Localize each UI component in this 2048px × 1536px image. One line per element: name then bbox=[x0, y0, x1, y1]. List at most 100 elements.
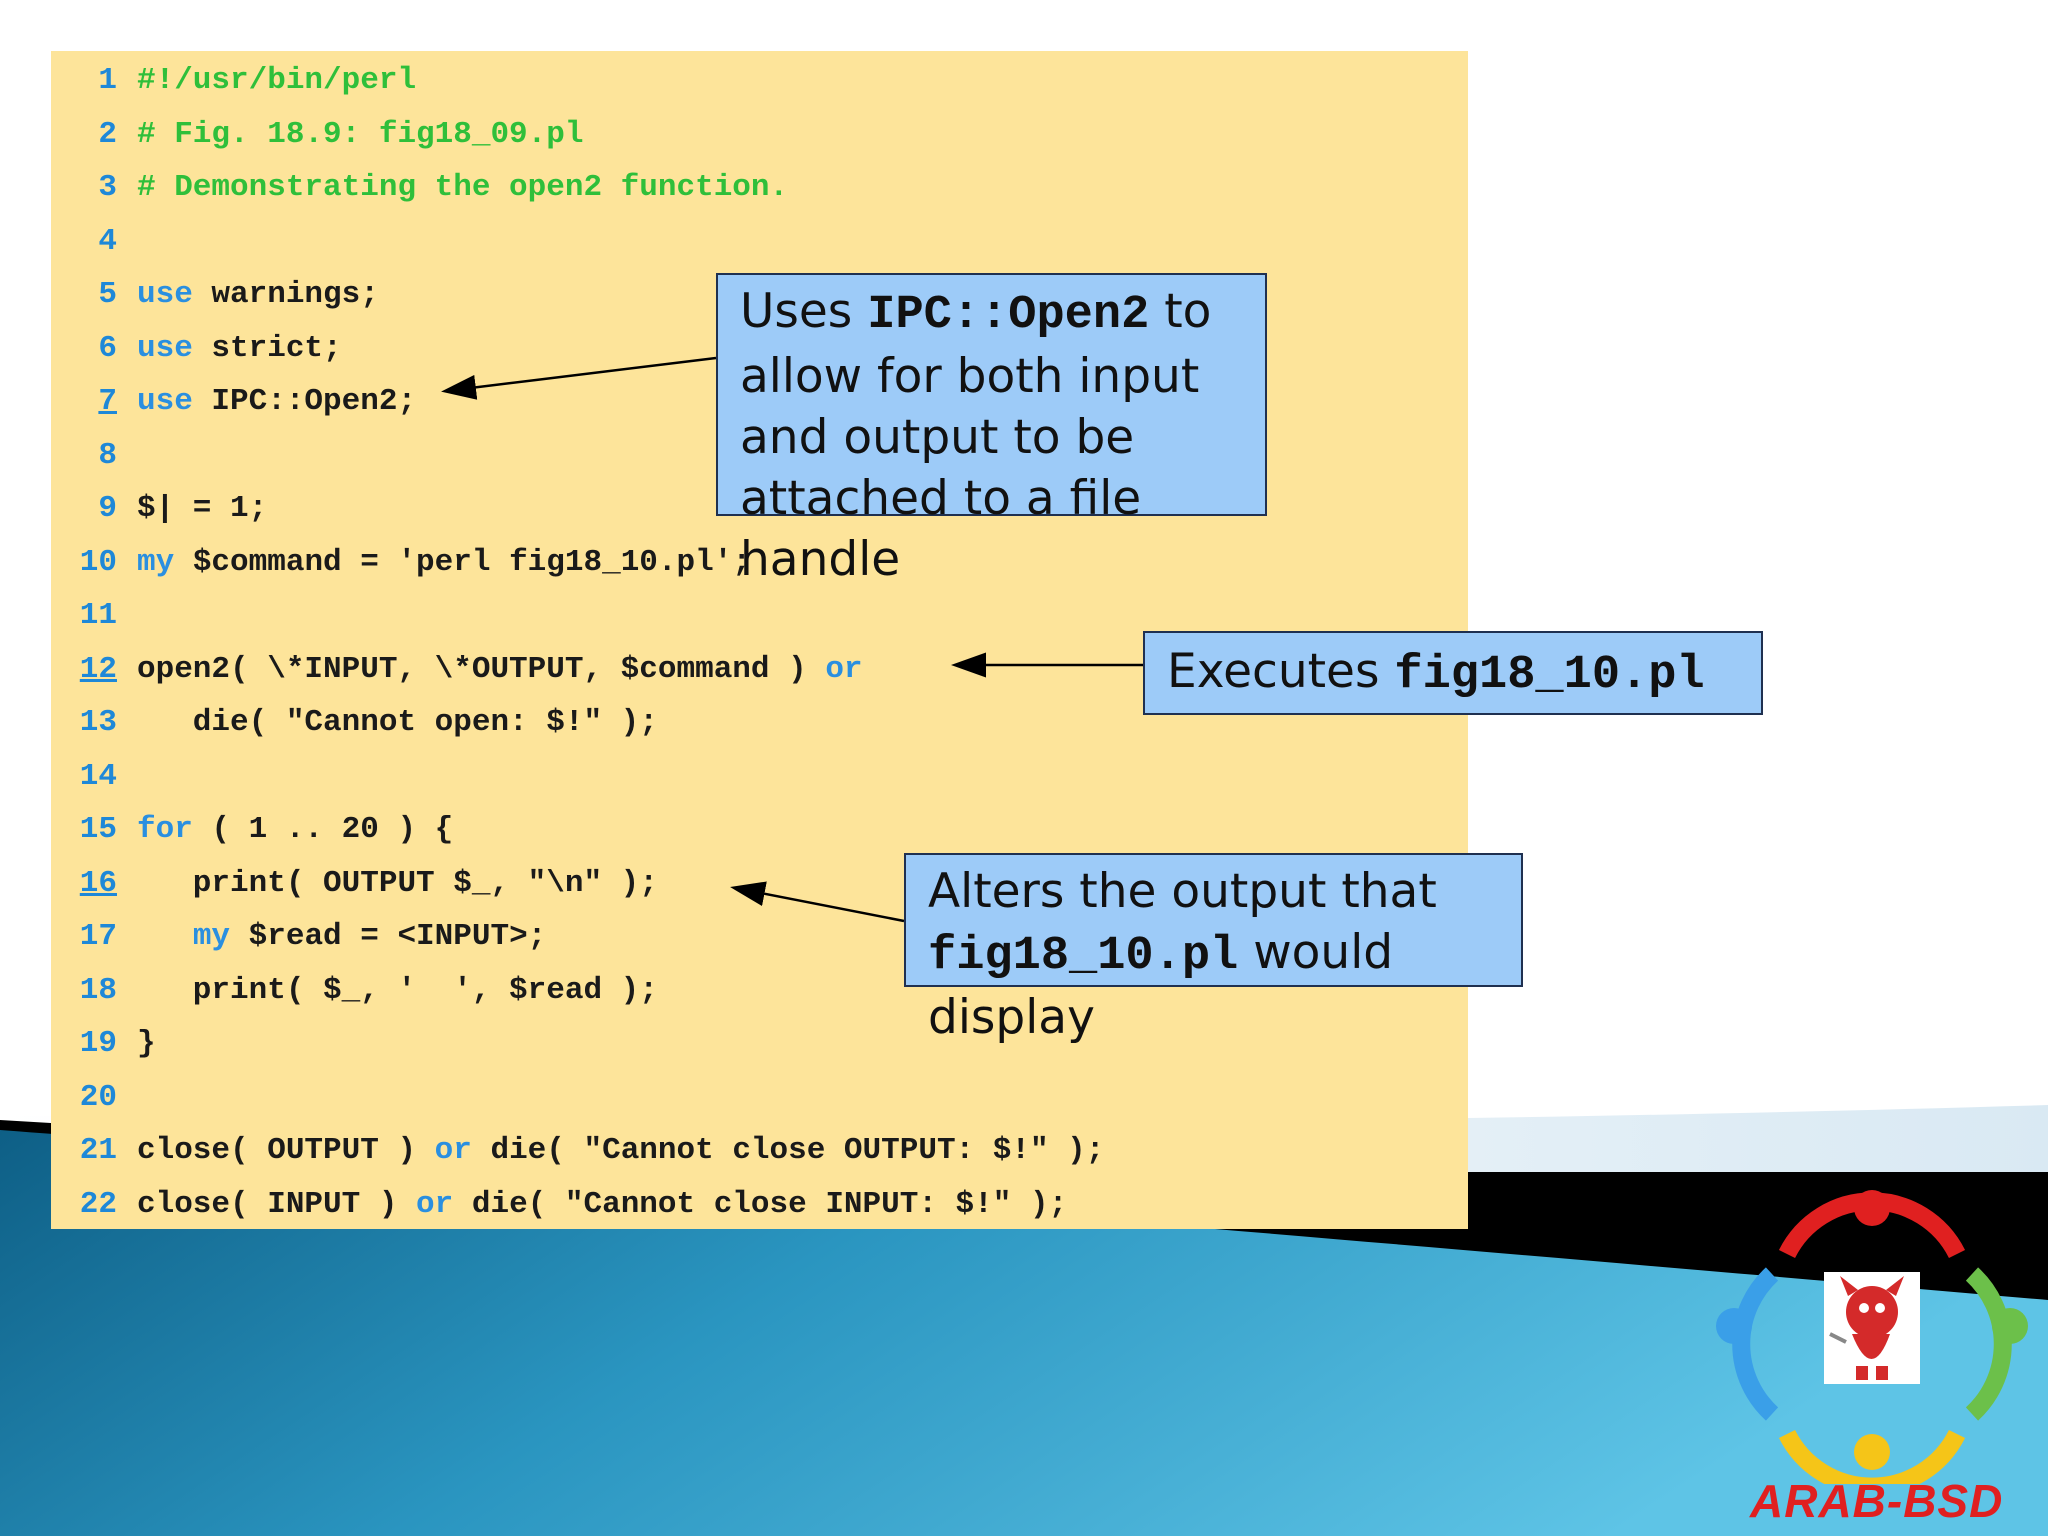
code-token-keyword: for bbox=[137, 812, 193, 847]
line-number: 4 bbox=[98, 223, 117, 259]
line-number: 3 bbox=[98, 170, 117, 205]
callout-open2-line4: attached to a file bbox=[740, 471, 1142, 526]
code-text: } bbox=[137, 1017, 156, 1070]
code-token-comment: # Fig. 18.9: fig18_09.pl bbox=[137, 116, 584, 152]
callout-open2-text: Uses IPC::Open2 to allow for both input … bbox=[740, 281, 1211, 590]
code-text: my $read = <INPUT>; bbox=[137, 910, 546, 963]
callout-executes-code: fig18_10.pl bbox=[1394, 649, 1705, 702]
code-text: #!/usr/bin/perl bbox=[137, 54, 416, 107]
code-token-plain: open2( \*INPUT, \*OUTPUT, $command ) bbox=[137, 651, 826, 687]
line-number: 20 bbox=[79, 1079, 117, 1115]
code-line: 7 use IPC::Open2; bbox=[51, 375, 1468, 428]
code-text: my $command = 'perl fig18_10.pl'; bbox=[137, 536, 751, 589]
code-token-plain: } bbox=[137, 1026, 156, 1061]
callout-alters-line3: display bbox=[928, 990, 1095, 1045]
code-token-plain: $read = <INPUT>; bbox=[230, 919, 547, 954]
code-line: 8 bbox=[51, 429, 1468, 482]
line-number: 8 bbox=[98, 437, 117, 473]
code-text: open2( \*INPUT, \*OUTPUT, $command ) or bbox=[137, 643, 863, 696]
callout-open2-line2: allow for both input bbox=[740, 349, 1200, 404]
callout-open2-line1-post: to bbox=[1149, 284, 1212, 339]
code-token-plain: strict; bbox=[192, 330, 342, 366]
code-text: print( OUTPUT $_, "\n" ); bbox=[137, 857, 658, 910]
code-line: 19} bbox=[51, 1017, 1468, 1070]
logo-wordmark: ARAB-BSD bbox=[1750, 1475, 2004, 1527]
code-line: 13 die( "Cannot open: $!" ); bbox=[51, 696, 1468, 749]
line-number: 13 bbox=[79, 705, 117, 740]
callout-open2-line3: and output to be bbox=[740, 410, 1135, 465]
code-text: # Demonstrating the open2 function. bbox=[137, 161, 788, 214]
code-line: 15 for ( 1 .. 20 ) { bbox=[51, 803, 1468, 856]
code-line: 17 my $read = <INPUT>; bbox=[51, 910, 1468, 963]
code-token-plain: print( $_, ' ', $read ); bbox=[137, 972, 658, 1008]
code-token-plain: ( 1 .. 20 ) { bbox=[192, 812, 454, 847]
callout-executes-text: Executes fig18_10.pl bbox=[1167, 641, 1705, 706]
code-line: 21 close( OUTPUT ) or die( "Cannot close … bbox=[51, 1124, 1468, 1177]
code-token-plain: die( "Cannot close OUTPUT: $!" ); bbox=[471, 1133, 1105, 1168]
logo-emblem-icon bbox=[1716, 1190, 2028, 1496]
line-number: 7 bbox=[98, 384, 117, 419]
callout-alters-code: fig18_10.pl bbox=[928, 930, 1239, 983]
code-token-plain: die( "Cannot close INPUT: $!" ); bbox=[453, 1186, 1068, 1222]
line-number: 16 bbox=[79, 865, 117, 901]
code-text: use strict; bbox=[137, 322, 342, 375]
line-number: 5 bbox=[98, 277, 117, 312]
code-text: close( OUTPUT ) or die( "Cannot close OU… bbox=[137, 1124, 1104, 1177]
code-text: use warnings; bbox=[137, 268, 379, 321]
line-number: 14 bbox=[79, 758, 117, 794]
code-line: 16 print( OUTPUT $_, "\n" ); bbox=[51, 857, 1468, 910]
code-token-keyword: use bbox=[137, 277, 193, 312]
code-line: 4 bbox=[51, 215, 1468, 268]
line-number: 18 bbox=[79, 972, 117, 1008]
callout-open2-line1-pre: Uses bbox=[740, 284, 868, 339]
code-line: 6 use strict; bbox=[51, 322, 1468, 375]
code-token-plain: print( OUTPUT $_, "\n" ); bbox=[137, 865, 658, 901]
line-number: 11 bbox=[79, 598, 117, 633]
code-token-plain: $command = 'perl fig18_10.pl'; bbox=[174, 544, 751, 580]
code-text: print( $_, ' ', $read ); bbox=[137, 964, 658, 1017]
callout-open2-code: IPC::Open2 bbox=[867, 289, 1150, 342]
code-line: 1#!/usr/bin/perl bbox=[51, 54, 1468, 107]
code-token-comment: # Demonstrating the open2 function. bbox=[137, 170, 789, 205]
line-number: 6 bbox=[98, 330, 117, 366]
code-token-plain: die( "Cannot open: $!" ); bbox=[137, 705, 658, 740]
code-line: 10 my $command = 'perl fig18_10.pl'; bbox=[51, 536, 1468, 589]
line-number: 19 bbox=[79, 1026, 117, 1061]
code-token-plain: IPC::Open2; bbox=[192, 384, 417, 419]
code-token-keyword: or bbox=[416, 1186, 454, 1222]
line-number: 22 bbox=[79, 1186, 117, 1222]
callout-open2: Uses IPC::Open2 to allow for both input … bbox=[716, 273, 1267, 587]
code-text: close( INPUT ) or die( "Cannot close INP… bbox=[137, 1178, 1067, 1231]
code-token-keyword: my bbox=[137, 544, 175, 580]
code-line: 3 # Demonstrating the open2 function. bbox=[51, 161, 1468, 214]
code-text: $| = 1; bbox=[137, 482, 267, 535]
code-token-plain: warnings; bbox=[192, 277, 379, 312]
code-line: 22 close( INPUT ) or die( "Cannot close I… bbox=[51, 1178, 1468, 1231]
code-token-comment: #!/usr/bin/perl bbox=[137, 63, 417, 98]
code-token-keyword: my bbox=[192, 919, 231, 954]
callout-alters-line1: Alters the output that bbox=[928, 864, 1437, 919]
line-number: 21 bbox=[79, 1133, 117, 1168]
code-token-plain: close( INPUT ) bbox=[137, 1186, 417, 1222]
line-number: 17 bbox=[79, 919, 117, 954]
code-line: 14 bbox=[51, 750, 1468, 803]
callout-alters-line2-post: would bbox=[1238, 925, 1394, 980]
line-number: 2 bbox=[98, 116, 117, 152]
code-token-keyword: use bbox=[137, 384, 193, 419]
line-number: 10 bbox=[79, 544, 117, 580]
code-token-plain: $| = 1; bbox=[137, 491, 268, 526]
code-line: 5 use warnings; bbox=[51, 268, 1468, 321]
code-token-plain bbox=[137, 919, 193, 954]
callout-executes-pre: Executes bbox=[1167, 644, 1395, 699]
code-line: 12 open2( \*INPUT, \*OUTPUT, $command ) o… bbox=[51, 643, 1468, 696]
callout-open2-line5: handle bbox=[740, 532, 901, 587]
line-number: 15 bbox=[79, 812, 117, 847]
code-token-keyword: or bbox=[825, 651, 863, 687]
line-number: 9 bbox=[98, 491, 117, 526]
code-token-keyword: or bbox=[434, 1133, 472, 1168]
code-text: # Fig. 18.9: fig18_09.pl bbox=[137, 108, 583, 161]
code-line: 2 # Fig. 18.9: fig18_09.pl bbox=[51, 108, 1468, 161]
line-number: 12 bbox=[79, 651, 117, 687]
code-line: 18 print( $_, ' ', $read ); bbox=[51, 964, 1468, 1017]
code-line: 20 bbox=[51, 1071, 1468, 1124]
